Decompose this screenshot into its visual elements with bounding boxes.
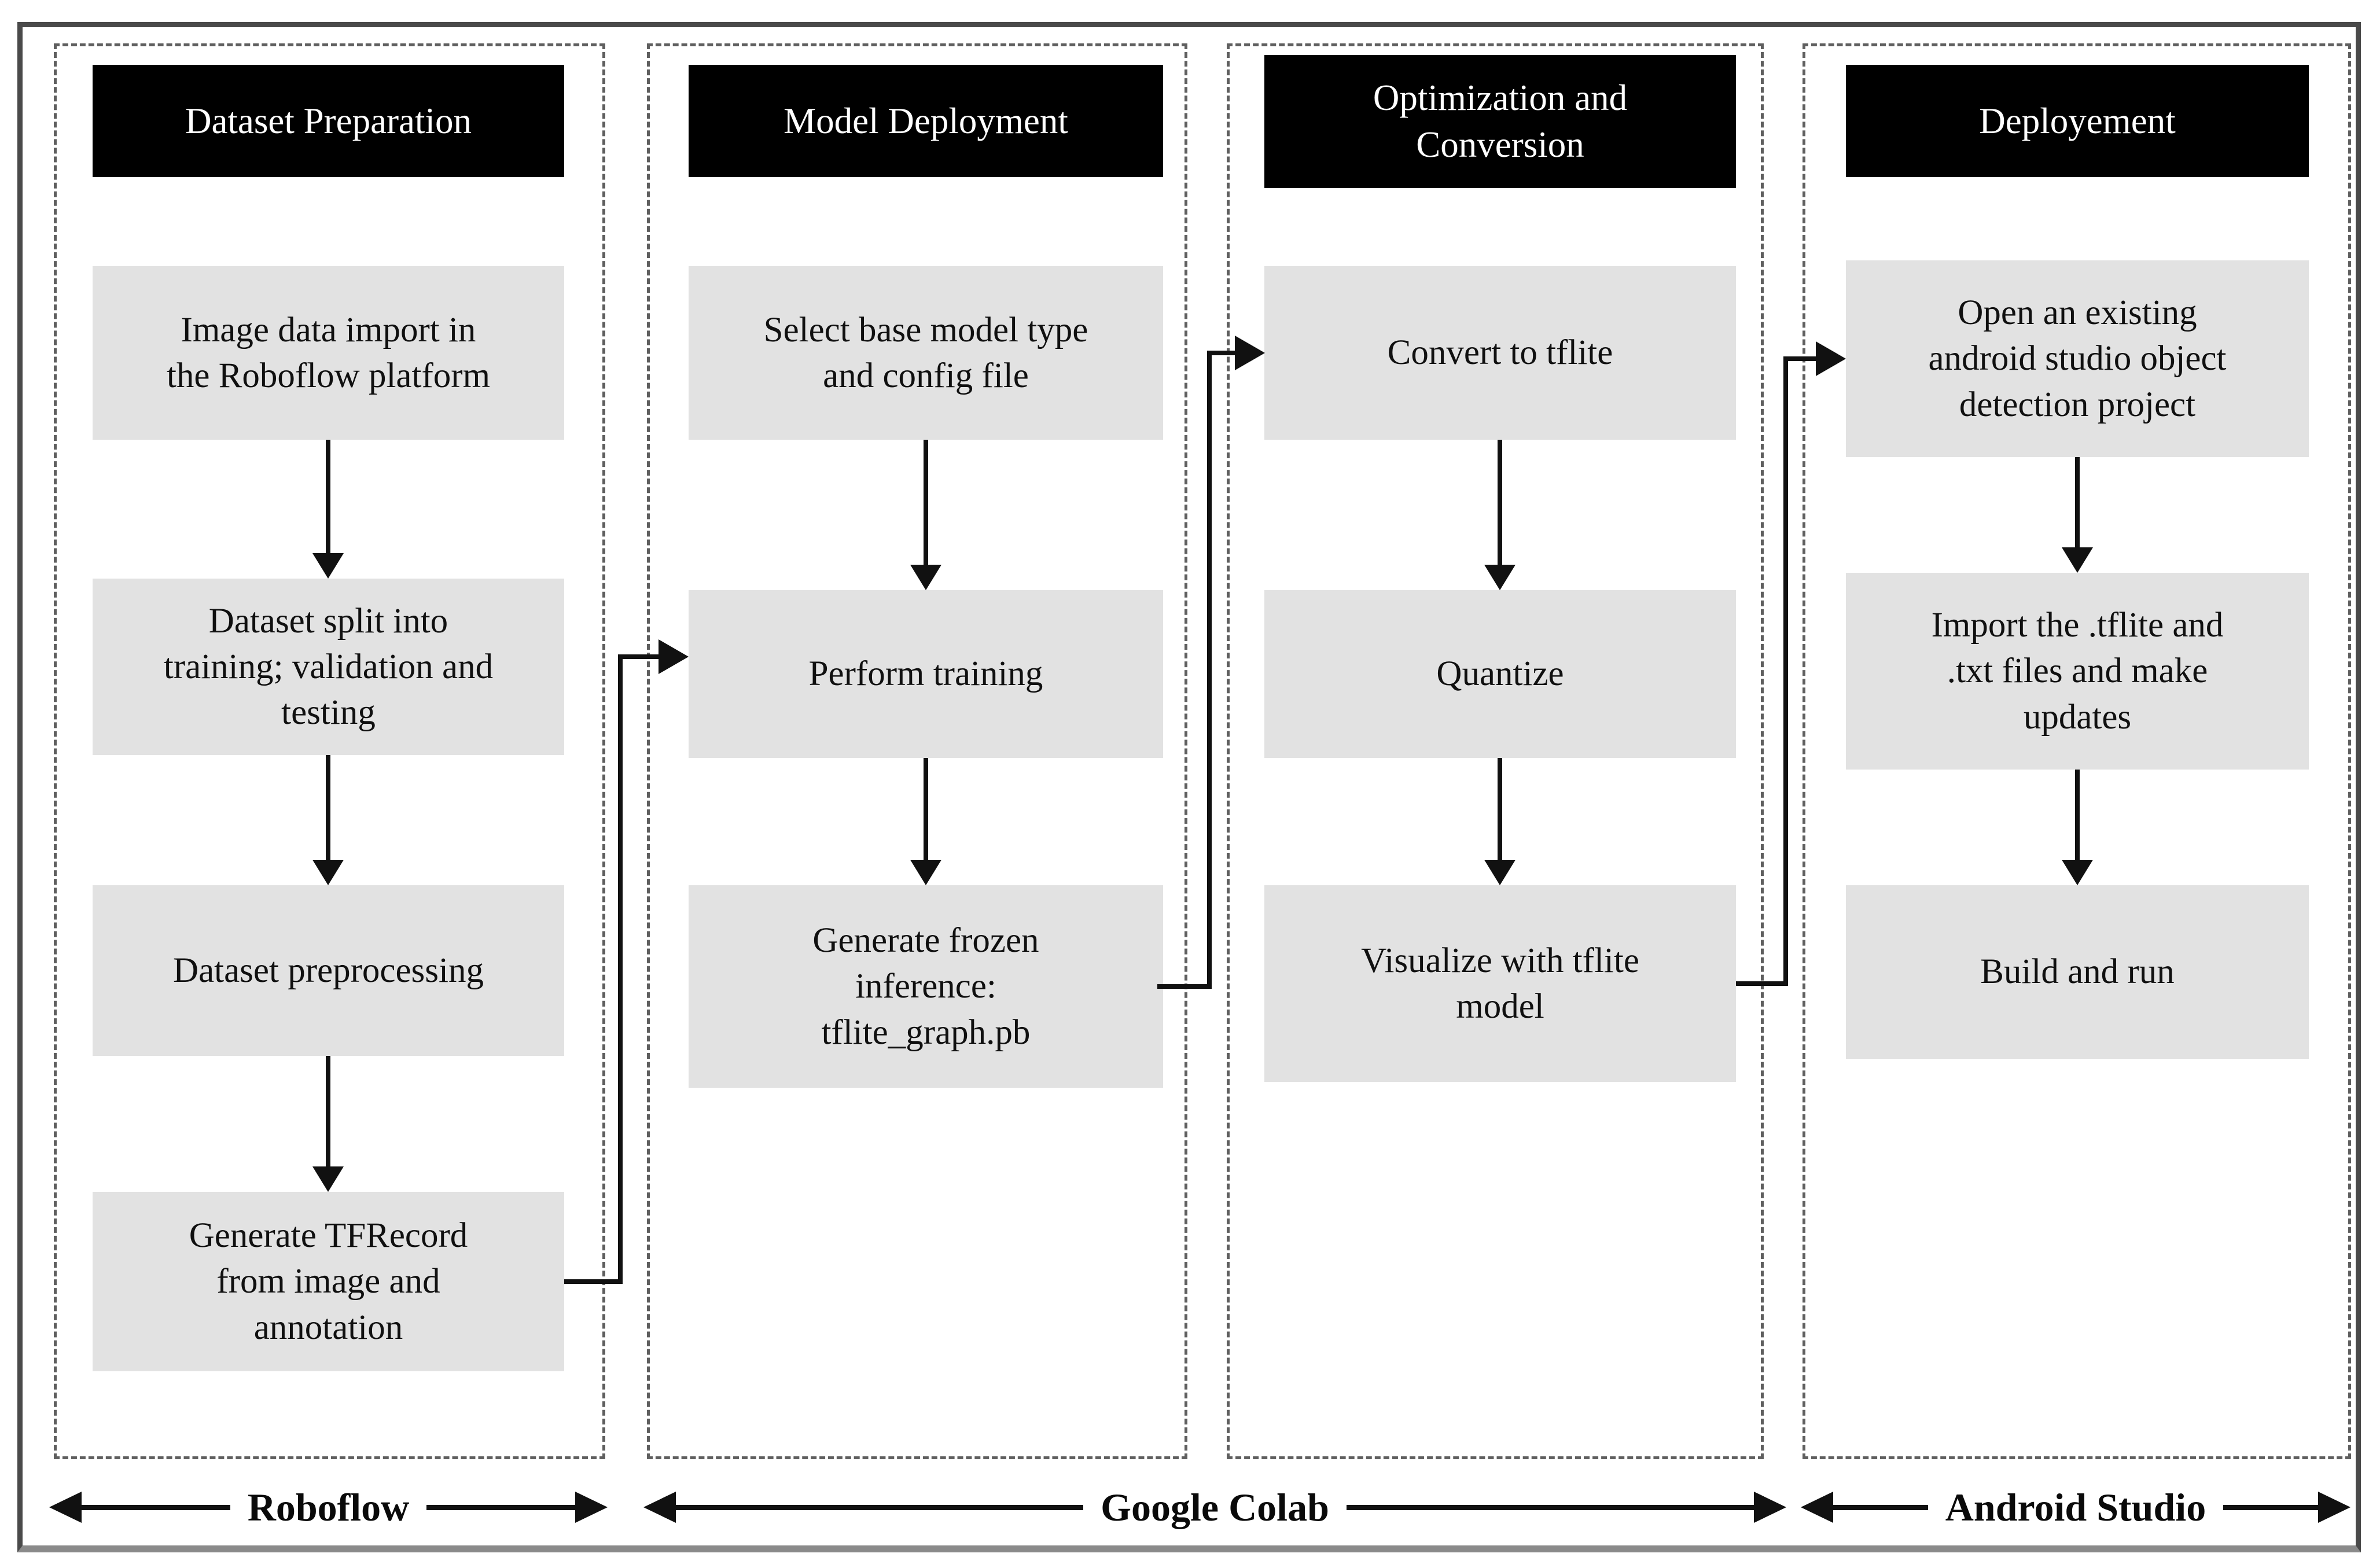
header-deployement: Deployement [1846, 65, 2309, 177]
connector-inference-to-convert [1157, 984, 1212, 989]
down-arrow [1484, 758, 1515, 885]
box-open-android-project: Open an existing android studio object d… [1846, 260, 2309, 457]
header-optimization-conversion: Optimization and Conversion [1264, 55, 1736, 188]
box-image-data-import: Image data import in the Roboflow platfo… [93, 266, 564, 440]
down-arrow [312, 440, 344, 579]
arrow-shaft [2223, 1504, 2318, 1510]
connector-tfrecord-to-training [618, 654, 660, 659]
left-arrowhead-icon [49, 1492, 82, 1523]
arrow-shaft [426, 1504, 576, 1510]
arrow-shaft [82, 1504, 230, 1510]
box-select-base-model: Select base model type and config file [689, 266, 1163, 440]
box-import-tflite-txt: Import the .tflite and .txt files and ma… [1846, 573, 2309, 770]
connector-tfrecord-to-training [564, 1279, 623, 1284]
down-arrow [2062, 770, 2093, 885]
box-quantize: Quantize [1264, 590, 1736, 758]
box-convert-to-tflite: Convert to tflite [1264, 266, 1736, 440]
down-arrow [910, 440, 941, 590]
box-generate-tfrecord: Generate TFRecord from image and annotat… [93, 1192, 564, 1371]
connector-inference-to-convert [1207, 351, 1237, 355]
arrow-shaft [1346, 1504, 1754, 1510]
right-arrowhead-icon [575, 1492, 608, 1523]
box-perform-training: Perform training [689, 590, 1163, 758]
box-generate-frozen-inference: Generate frozen inference: tflite_graph.… [689, 885, 1163, 1088]
connector-inference-to-convert [1207, 351, 1212, 989]
left-arrowhead-icon [643, 1492, 676, 1523]
column-region-deployement [1803, 43, 2351, 1459]
platform-range-google-colab: Google Colab [643, 1483, 1787, 1532]
box-build-and-run: Build and run [1846, 885, 2309, 1059]
column-region-dataset-preparation [54, 43, 605, 1459]
arrow-shaft [1833, 1504, 1928, 1510]
right-arrowhead-icon [1754, 1492, 1787, 1523]
down-arrow [910, 758, 941, 885]
platform-label-google-colab: Google Colab [1101, 1485, 1329, 1529]
connector-visualize-to-open-project [1736, 981, 1788, 986]
platform-label-roboflow: Roboflow [247, 1485, 410, 1529]
header-model-deployment: Model Deployment [689, 65, 1163, 177]
connector-visualize-to-open-project [1783, 356, 1788, 986]
right-arrowhead-icon [659, 639, 689, 674]
right-arrowhead-icon [1816, 341, 1846, 376]
down-arrow [2062, 457, 2093, 573]
platform-label-android-studio: Android Studio [1945, 1485, 2206, 1529]
right-arrowhead-icon [2318, 1492, 2350, 1523]
column-region-model-deployment [647, 43, 1187, 1459]
down-arrow [312, 755, 344, 885]
box-dataset-preprocessing: Dataset preprocessing [93, 885, 564, 1056]
arrow-shaft [676, 1504, 1084, 1510]
platform-range-android-studio: Android Studio [1801, 1483, 2350, 1532]
left-arrowhead-icon [1801, 1492, 1833, 1523]
down-arrow [312, 1056, 344, 1192]
connector-tfrecord-to-training [618, 654, 623, 1284]
platform-range-roboflow: Roboflow [49, 1483, 608, 1532]
box-dataset-split: Dataset split into training; validation … [93, 579, 564, 755]
column-region-optimization-conversion [1227, 43, 1764, 1459]
right-arrowhead-icon [1235, 336, 1265, 370]
connector-visualize-to-open-project [1783, 356, 1817, 361]
outer-frame [17, 22, 2361, 1552]
header-dataset-preparation: Dataset Preparation [93, 65, 564, 177]
box-visualize-tflite: Visualize with tflite model [1264, 885, 1736, 1082]
down-arrow [1484, 440, 1515, 590]
